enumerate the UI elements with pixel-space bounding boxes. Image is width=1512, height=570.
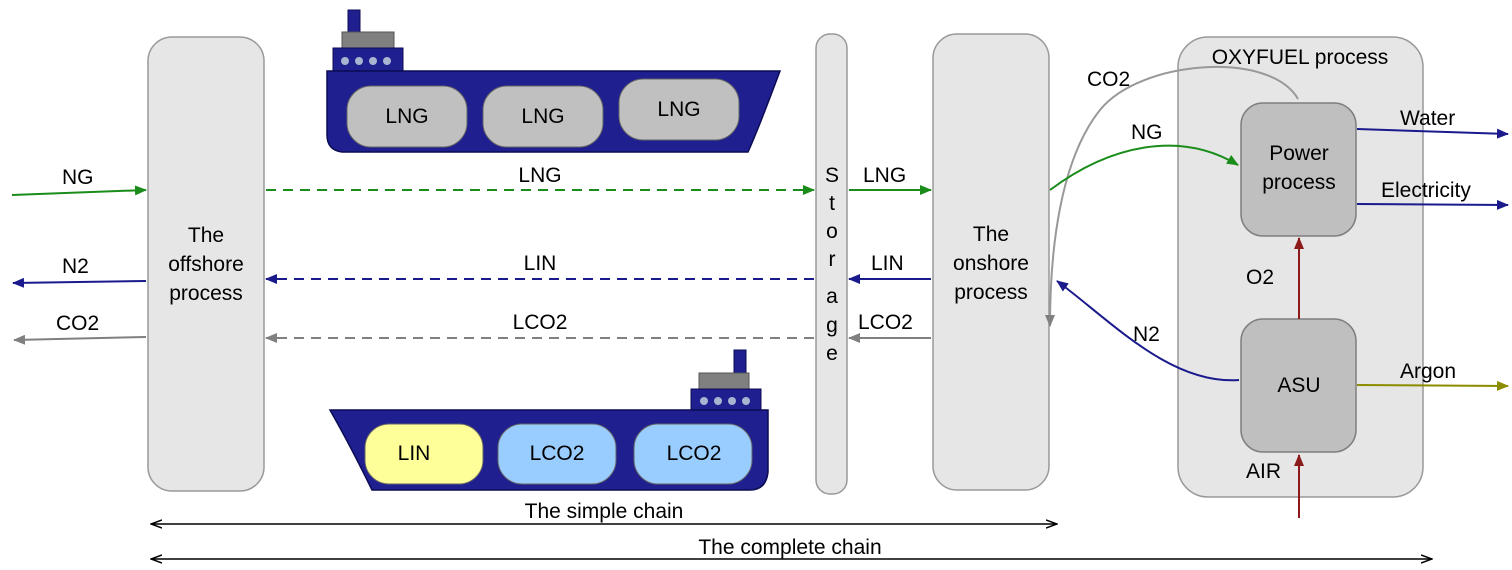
lng-carrier-ship: LNG LNG LNG <box>326 9 782 153</box>
o2-label: O2 <box>1246 266 1274 289</box>
storage-letter-3: o <box>826 220 838 243</box>
ship-top-bridge-icon <box>341 31 395 50</box>
ship-bottom-tank-2-label: LCO2 <box>530 442 585 465</box>
ship-top-tank-2-label: LNG <box>521 105 564 128</box>
lco2-onshore-label: LCO2 <box>858 311 913 334</box>
co2-outlet-label: CO2 <box>56 312 99 335</box>
electricity-arrow <box>1356 199 1509 210</box>
simple-chain-label: The simple chain <box>525 500 684 523</box>
power-process-box: Power process <box>1240 102 1357 237</box>
ship-top-deckhouse-icon <box>332 47 404 73</box>
storage-letter-5: a <box>826 285 838 308</box>
offshore-process-box: The offshore process <box>147 36 265 492</box>
oxyfuel-process-box: OXYFUEL process <box>1177 36 1424 498</box>
storage-letter-4: r <box>829 248 836 271</box>
asu-box: ASU <box>1240 318 1357 453</box>
storage-box: S t o r a g e <box>815 33 848 495</box>
ng-inlet-arrow <box>11 185 147 196</box>
lng-onshore-label: LNG <box>863 164 906 187</box>
onshore-label-line-2: onshore <box>953 252 1029 275</box>
lco2-shipping-label: LCO2 <box>513 311 568 334</box>
storage-letter-1: S <box>825 164 839 187</box>
ship-bottom-tank-3 <box>633 423 753 485</box>
ng-inlet-label: NG <box>62 166 94 189</box>
ship-bottom-tank-1 <box>364 423 484 485</box>
ship-bottom-portholes-icon <box>700 397 750 405</box>
oxyfuel-label: OXYFUEL process <box>1212 46 1389 69</box>
n2-outlet-label: N2 <box>62 255 89 278</box>
ship-bottom-tank-3-label: LCO2 <box>667 442 722 465</box>
ng-power-arrow <box>1049 144 1239 191</box>
ship-bottom-tank-1-label: LIN <box>398 442 431 465</box>
ship-bottom-bridge-icon <box>698 372 750 391</box>
water-arrow <box>1356 128 1509 139</box>
ship-top-funnel-icon <box>347 9 361 35</box>
ship-top-tank-1-label: LNG <box>385 105 428 128</box>
lin-shipping-label: LIN <box>524 252 557 275</box>
argon-label: Argon <box>1400 360 1456 383</box>
ship-top-tank-2 <box>482 85 604 148</box>
offshore-label-line-3: process <box>169 282 243 305</box>
onshore-process-box: The onshore process <box>932 33 1050 491</box>
lin-onshore-label: LIN <box>871 252 904 275</box>
power-label-line-1: Power <box>1269 142 1329 165</box>
co2-return-label: CO2 <box>1087 68 1130 91</box>
storage-letter-2: t <box>829 192 835 215</box>
ship-top-tank-3-label: LNG <box>657 98 700 121</box>
ship-top-tank-3 <box>618 78 740 141</box>
air-label: AIR <box>1246 460 1281 483</box>
co2-return-arrow <box>1045 65 1299 327</box>
complete-chain-label: The complete chain <box>698 536 881 559</box>
ship-bottom-funnel-icon <box>733 349 747 376</box>
storage-letter-6: g <box>826 314 838 337</box>
water-label: Water <box>1400 107 1455 130</box>
storage-letter-7: e <box>826 342 838 365</box>
n2-asu-label: N2 <box>1133 323 1160 346</box>
lin-lco2-carrier-ship: LIN LCO2 LCO2 <box>328 349 769 491</box>
onshore-label-line-1: The <box>973 223 1009 246</box>
asu-label: ASU <box>1277 374 1320 397</box>
power-label-line-2: process <box>1262 171 1336 194</box>
co2-outlet-arrow <box>13 334 147 345</box>
ship-top-portholes-icon <box>341 57 391 65</box>
n2-outlet-arrow <box>12 277 147 288</box>
onshore-label-line-3: process <box>954 281 1028 304</box>
electricity-label: Electricity <box>1381 179 1471 202</box>
argon-arrow <box>1356 380 1509 391</box>
ship-top-tank-1 <box>346 85 468 148</box>
n2-asu-arrow <box>1056 280 1240 382</box>
lng-shipping-label: LNG <box>518 164 561 187</box>
ship-bottom-tank-2 <box>497 423 617 485</box>
offshore-label-line-2: offshore <box>168 253 244 276</box>
ng-power-label: NG <box>1131 121 1163 144</box>
offshore-label-line-1: The <box>188 224 224 247</box>
